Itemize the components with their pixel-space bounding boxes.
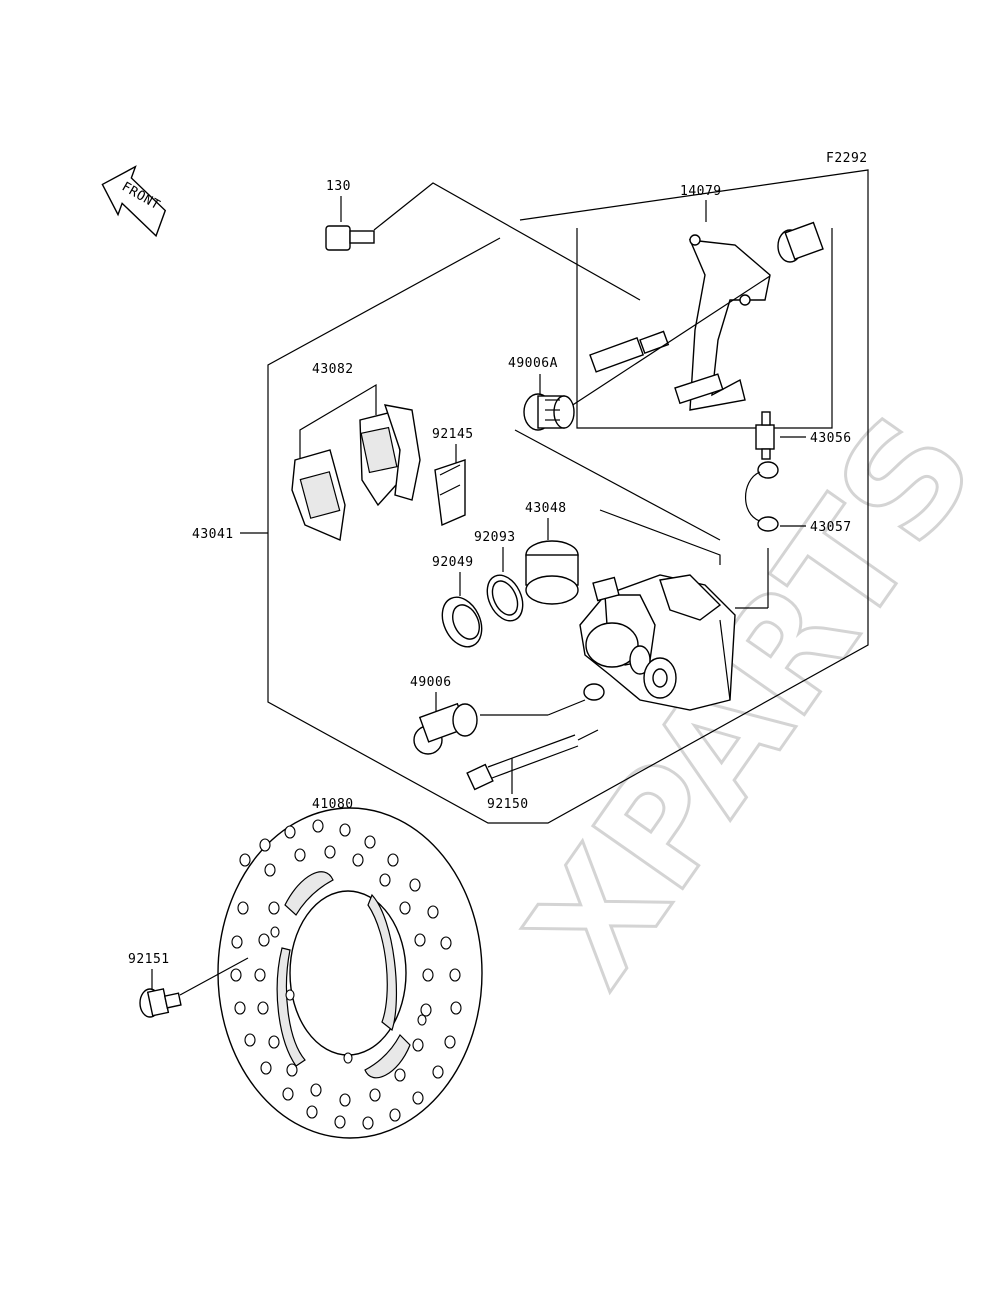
label-43041: 43041 xyxy=(192,527,234,542)
diagram-code: F2292 xyxy=(826,151,868,166)
label-14079: 14079 xyxy=(680,184,722,199)
label-130: 130 xyxy=(326,179,351,194)
disc-bolt-92151 xyxy=(139,957,249,1018)
label-43048: 43048 xyxy=(525,501,567,516)
label-92145: 92145 xyxy=(432,427,474,442)
dust-seal-92049 xyxy=(441,596,483,648)
pin-92150 xyxy=(466,729,599,794)
label-43056: 43056 xyxy=(810,431,852,446)
label-49006A: 49006A xyxy=(508,356,558,371)
label-43057: 43057 xyxy=(810,520,852,535)
front-arrow-icon: FRONT xyxy=(101,165,167,238)
bracket-box xyxy=(576,228,833,429)
piston-43048 xyxy=(525,540,579,605)
boot-49006A xyxy=(523,393,575,431)
brake-pads-43082 xyxy=(291,404,421,542)
bolt-130 xyxy=(325,182,641,301)
label-49006: 49006 xyxy=(410,675,452,690)
label-43082: 43082 xyxy=(312,362,354,377)
caliper-bracket-14079 xyxy=(564,221,824,411)
label-92093: 92093 xyxy=(474,530,516,545)
label-92049: 92049 xyxy=(432,555,474,570)
watermark: XPARTS xyxy=(495,385,1000,1015)
label-92151: 92151 xyxy=(128,952,170,967)
bleeder-cap-43057 xyxy=(735,461,779,609)
label-92150: 92150 xyxy=(487,797,529,812)
pad-spring-92145 xyxy=(434,459,466,527)
assembly-outline xyxy=(267,169,869,824)
brake-disc-41080 xyxy=(217,807,483,1139)
bleeder-valve-43056 xyxy=(755,411,775,460)
caliper-body xyxy=(579,509,736,711)
boot-49006 xyxy=(413,699,586,755)
piston-seal-92093 xyxy=(486,574,524,622)
